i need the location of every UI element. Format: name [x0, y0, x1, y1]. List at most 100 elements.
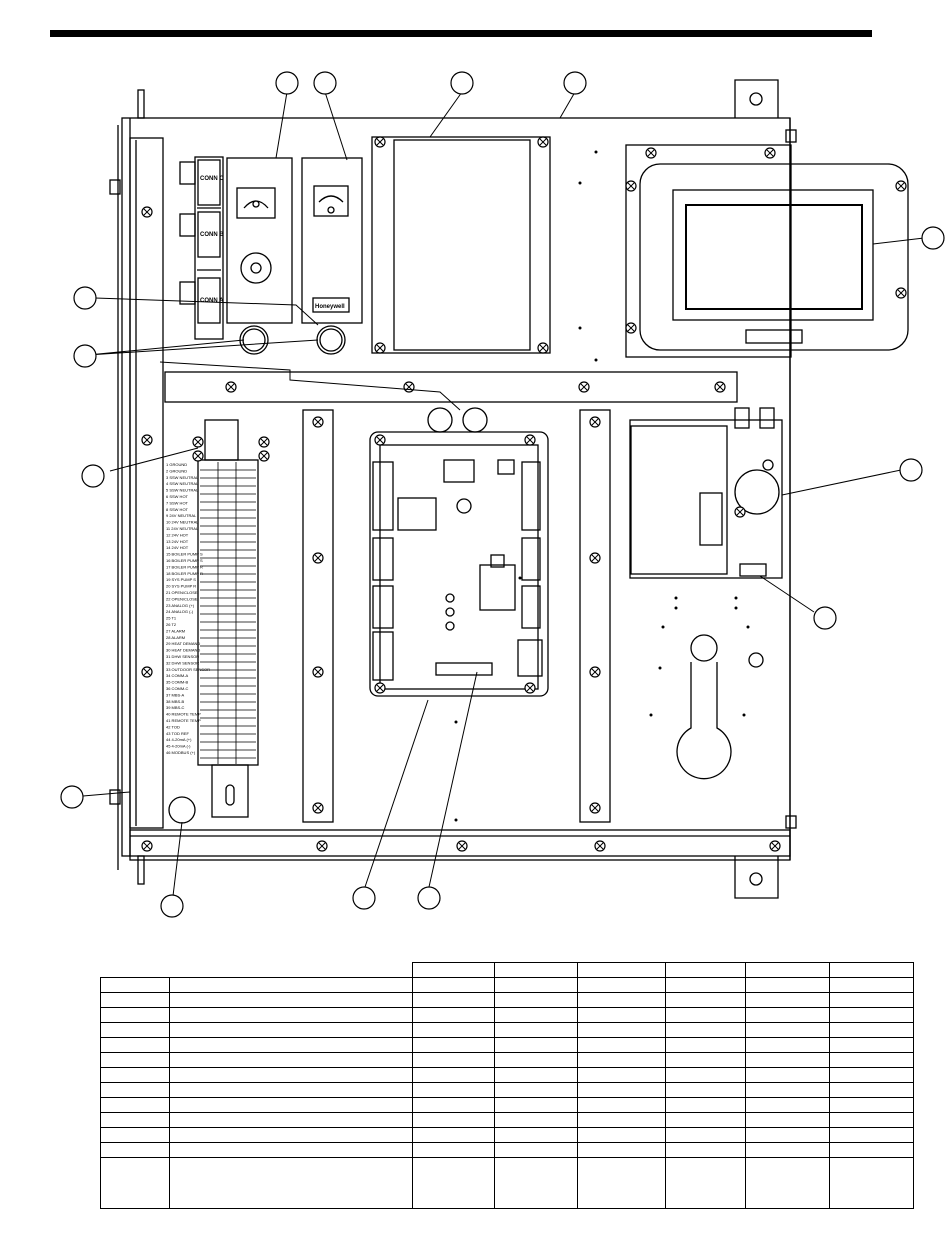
terminal-label: 14 24V HOT: [166, 545, 189, 550]
terminal-label: 40 REMOTE TEMP: [166, 712, 201, 717]
table-cell: [577, 1127, 666, 1143]
terminal-label: 27 ALARM: [166, 628, 185, 633]
table-cell: [829, 992, 914, 1008]
table-cell: [494, 1112, 578, 1128]
mounting-tab-bottom: [734, 856, 779, 899]
left-din-rail: [129, 137, 164, 829]
terminal-label: 36 COMM-C: [166, 686, 189, 691]
callout-7: [73, 344, 97, 368]
table-cell: [169, 1022, 413, 1038]
gauge-module-2: [301, 157, 363, 324]
table-cell: [100, 1007, 170, 1023]
callout-1: [275, 71, 299, 95]
terminal-label: 41 REMOTE TEMP: [166, 718, 201, 723]
terminal-label: 17 BOILER PUMP R: [166, 564, 203, 569]
conn-c-label: CONN C: [200, 176, 224, 182]
table-row: [100, 1067, 914, 1083]
table-cell: [745, 1127, 830, 1143]
terminal-label: 38 MBS-B: [166, 699, 185, 704]
table-cell: [169, 992, 413, 1008]
terminal-label: 13 24V HOT: [166, 539, 189, 544]
table-cell: [494, 1007, 578, 1023]
table-row: [101, 962, 914, 978]
table-cell: [100, 1067, 170, 1083]
power-module: [629, 419, 783, 579]
terminal-label: 46 MODBUS (+): [166, 750, 196, 755]
callout-3: [450, 71, 474, 95]
callout-5: [921, 226, 945, 250]
table-cell: [577, 962, 666, 978]
table-cell: [169, 1127, 413, 1143]
terminal-label: 19 SYS PUMP S: [166, 577, 196, 582]
callout-11: [60, 785, 84, 809]
terminal-label: 44 4-20mA (+): [166, 737, 192, 742]
table-cell: [169, 1112, 413, 1128]
table-cell: [829, 1097, 914, 1113]
table-cell: [494, 962, 578, 978]
table-cell: [829, 977, 914, 993]
table-cell: [100, 977, 170, 993]
keyhole-knockout: [676, 662, 732, 780]
table-cell: [745, 1067, 830, 1083]
table-cell: [100, 1127, 170, 1143]
callout-9: [899, 458, 923, 482]
connector-block: [194, 156, 224, 340]
table-row: [100, 1022, 914, 1038]
header-rule: [50, 30, 872, 37]
table-cell: [494, 1097, 578, 1113]
table-cell: [665, 1022, 746, 1038]
table-cell: [494, 1127, 578, 1143]
table-cell: [494, 977, 578, 993]
table-cell: [494, 1142, 578, 1158]
terminal-label: 22 OPEN/CLOSE: [166, 596, 198, 601]
table-row: [100, 1037, 914, 1053]
table-cell: [665, 1142, 746, 1158]
table-row: [100, 1082, 914, 1098]
table-row: [100, 1007, 914, 1023]
table-cell: [829, 1052, 914, 1068]
terminal-label: 37 MBS-A: [166, 692, 185, 697]
table-cell: [577, 977, 666, 993]
table-cell: [412, 977, 495, 993]
control-panel-diagram: CONN C CONN B CONN A Honeywell 1 GROUND2…: [60, 71, 945, 918]
table-cell: [577, 1007, 666, 1023]
table-cell: [412, 992, 495, 1008]
table-cell: [169, 977, 413, 993]
terminal-label: 29 HEAT DEMAND: [166, 641, 200, 646]
table-cell: [412, 1127, 495, 1143]
table-cell: [829, 1082, 914, 1098]
table-cell: [169, 1037, 413, 1053]
mounting-tab-top: [734, 79, 779, 118]
terminal-label: 26 T2: [166, 622, 177, 627]
table-cell: [169, 1142, 413, 1158]
table-cell: [745, 1037, 830, 1053]
terminal-label: 21 OPEN/CLOSE: [166, 590, 198, 595]
terminal-label: 23 ANALOG (+): [166, 603, 195, 608]
terminal-label: 16 BOILER PUMP S: [166, 558, 203, 563]
conn-b-label: CONN B: [200, 232, 224, 238]
table-cell: [745, 1112, 830, 1128]
table-cell: [829, 1157, 914, 1209]
table-cell: [169, 1067, 413, 1083]
table-cell: [169, 1082, 413, 1098]
table-cell: [169, 1007, 413, 1023]
display-bezel: [639, 163, 909, 351]
table-cell: [577, 1082, 666, 1098]
table-cell: [665, 962, 746, 978]
terminal-label: 30 HEAT DEMAND: [166, 648, 200, 653]
display-screen: [685, 204, 863, 310]
terminal-label: 1 GROUND: [166, 462, 187, 467]
table-cell: [100, 1142, 170, 1158]
terminal-label: 18 BOILER PUMP R: [166, 571, 203, 576]
terminal-label: 28 ALARM: [166, 635, 185, 640]
table-cell: [412, 1052, 495, 1068]
table-cell: [577, 1142, 666, 1158]
table-cell: [665, 992, 746, 1008]
terminal-label: 6 SSW HOT: [166, 494, 189, 499]
terminal-label: 25 T1: [166, 616, 177, 621]
table-cell: [412, 1142, 495, 1158]
table-cell: [577, 1157, 666, 1209]
terminal-label: 31 DHW SENSOR: [166, 654, 199, 659]
terminal-label: 35 COMM-B: [166, 680, 189, 685]
